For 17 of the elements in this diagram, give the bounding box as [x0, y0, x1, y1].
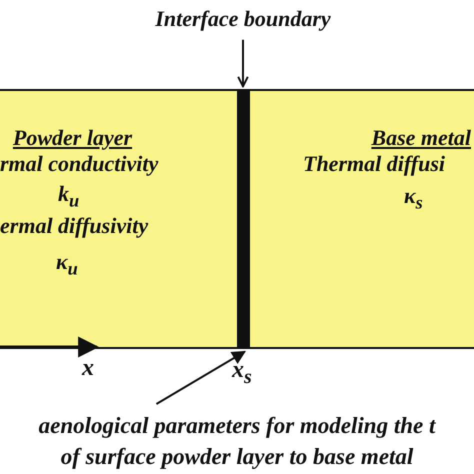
region-box: [250, 89, 474, 349]
axis-label: x$_{s}$: [232, 358, 252, 387]
property-text: ermal diffusivity: [0, 215, 148, 237]
region-title: Base metal: [370, 127, 471, 149]
property-text: κ$_{s}$: [404, 185, 423, 212]
arrow: [156, 350, 246, 405]
property-text: κ$_{u}$: [56, 251, 78, 278]
annotation-text: aenological parameters for modeling the t of surface powder layer to base metal: [38, 412, 437, 471]
axis-label: x: [82, 356, 94, 380]
property-text: rmal conductivity: [0, 153, 158, 175]
interface-bar: [237, 89, 250, 349]
property-text: Thermal diffusi: [303, 153, 446, 175]
property-text: k$_{u}$: [58, 183, 80, 210]
region-box: [0, 89, 237, 349]
callout-text: Interface boundary: [154, 8, 332, 30]
arrow: [237, 40, 249, 88]
region-title: Powder layer: [12, 127, 134, 149]
